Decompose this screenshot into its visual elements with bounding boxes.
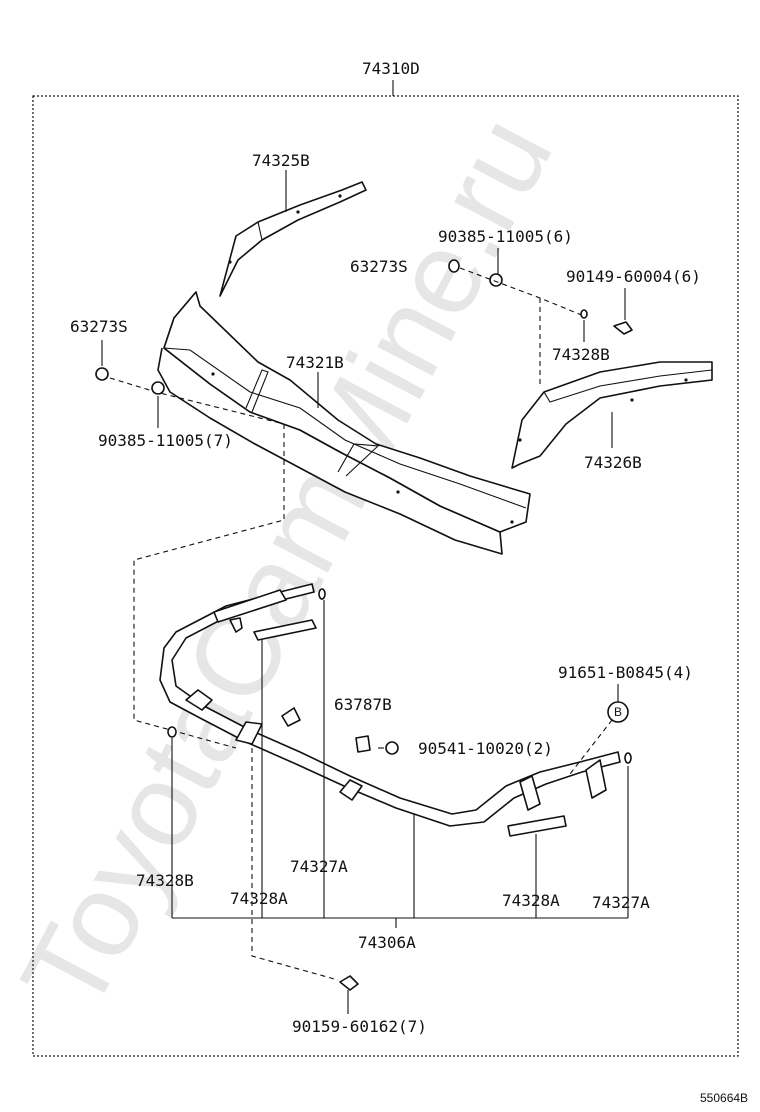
part-74321B-groove — [163, 347, 527, 509]
label-90385-11005-6[interactable]: 90385-11005(6) — [438, 227, 573, 246]
dashed-line — [569, 719, 613, 775]
label-90385-11005-7[interactable]: 90385-11005(7) — [98, 431, 233, 450]
label-90541-10020-2[interactable]: 90541-10020(2) — [418, 739, 553, 758]
hole-dot — [396, 490, 400, 494]
label-63787B[interactable]: 63787B — [334, 695, 392, 714]
part-74327A-clip-right[interactable] — [624, 752, 632, 764]
label-63273S-top[interactable]: 63273S — [350, 257, 408, 276]
label-74328B-bottom[interactable]: 74328B — [136, 871, 194, 890]
assembly-frame — [32, 95, 739, 1057]
part-63273S-clip-left[interactable] — [95, 367, 109, 381]
hole-dot — [510, 520, 514, 524]
label-63273S-left[interactable]: 63273S — [70, 317, 128, 336]
hole-dot — [211, 372, 215, 376]
label-74328A-left[interactable]: 74328A — [230, 889, 288, 908]
part-74328A-pad-right[interactable] — [507, 815, 567, 837]
hole-dot — [684, 378, 688, 382]
part-74321B-notch-right — [337, 443, 380, 477]
part-90159-60162-screw[interactable] — [339, 975, 359, 991]
label-74325B[interactable]: 74325B — [252, 151, 310, 170]
label-74321B[interactable]: 74321B — [286, 353, 344, 372]
callout-b-symbol[interactable] — [607, 701, 629, 723]
label-90149-60004-6[interactable]: 90149-60004(6) — [566, 267, 701, 286]
label-74326B[interactable]: 74326B — [584, 453, 642, 472]
dashed-line — [133, 424, 285, 749]
label-74328B-top[interactable]: 74328B — [552, 345, 610, 364]
part-74321B-notch-left — [245, 369, 269, 413]
part-90385-11005-6-nut[interactable] — [489, 273, 503, 287]
hole-dot — [338, 194, 342, 198]
part-90541-10020-cushion[interactable] — [385, 741, 399, 755]
part-63787B-cushion[interactable] — [355, 735, 371, 753]
part-74328B-spacer-top[interactable] — [580, 309, 588, 319]
part-74306A-top-bracket[interactable] — [213, 589, 287, 623]
part-90149-60004-screw[interactable] — [613, 321, 633, 335]
hole-dot — [518, 438, 522, 442]
part-63273S-clip-top[interactable] — [448, 259, 460, 273]
callout-b-letter: B — [614, 705, 622, 719]
label-74306A[interactable]: 74306A — [358, 933, 416, 952]
label-74328A-right[interactable]: 74328A — [502, 891, 560, 910]
dashed-line — [251, 748, 339, 981]
label-91651-B0845-4[interactable]: 91651-B0845(4) — [558, 663, 693, 682]
part-74328B-spacer-bottom[interactable] — [167, 726, 177, 738]
label-90159-60162-7[interactable]: 90159-60162(7) — [292, 1017, 427, 1036]
part-74327A-clip-top[interactable] — [318, 588, 326, 600]
part-74306A-tab[interactable] — [519, 775, 541, 811]
part-74306A-tab[interactable] — [339, 779, 363, 801]
part-74326B-edge — [543, 369, 713, 403]
part-74325B-edge — [257, 221, 263, 241]
part-74306A-frame[interactable] — [159, 583, 621, 827]
label-74327A-mid[interactable]: 74327A — [290, 857, 348, 876]
part-74306A-tab[interactable] — [185, 689, 213, 711]
part-74325B-moulding[interactable] — [219, 181, 367, 297]
hole-dot — [228, 260, 232, 264]
part-74306A-tab[interactable] — [585, 759, 607, 799]
reference-code: 550664B — [700, 1091, 748, 1105]
part-74306A-tab[interactable] — [229, 617, 243, 633]
part-90385-11005-7-nut[interactable] — [151, 381, 165, 395]
part-74306A-tab[interactable] — [281, 707, 301, 727]
hole-dot — [630, 398, 634, 402]
label-74327A-right[interactable]: 74327A — [592, 893, 650, 912]
label-74310D[interactable]: 74310D — [362, 59, 420, 78]
hole-dot — [296, 210, 300, 214]
part-74328A-pad-left[interactable] — [253, 619, 317, 641]
part-74321B-face[interactable] — [163, 291, 531, 533]
